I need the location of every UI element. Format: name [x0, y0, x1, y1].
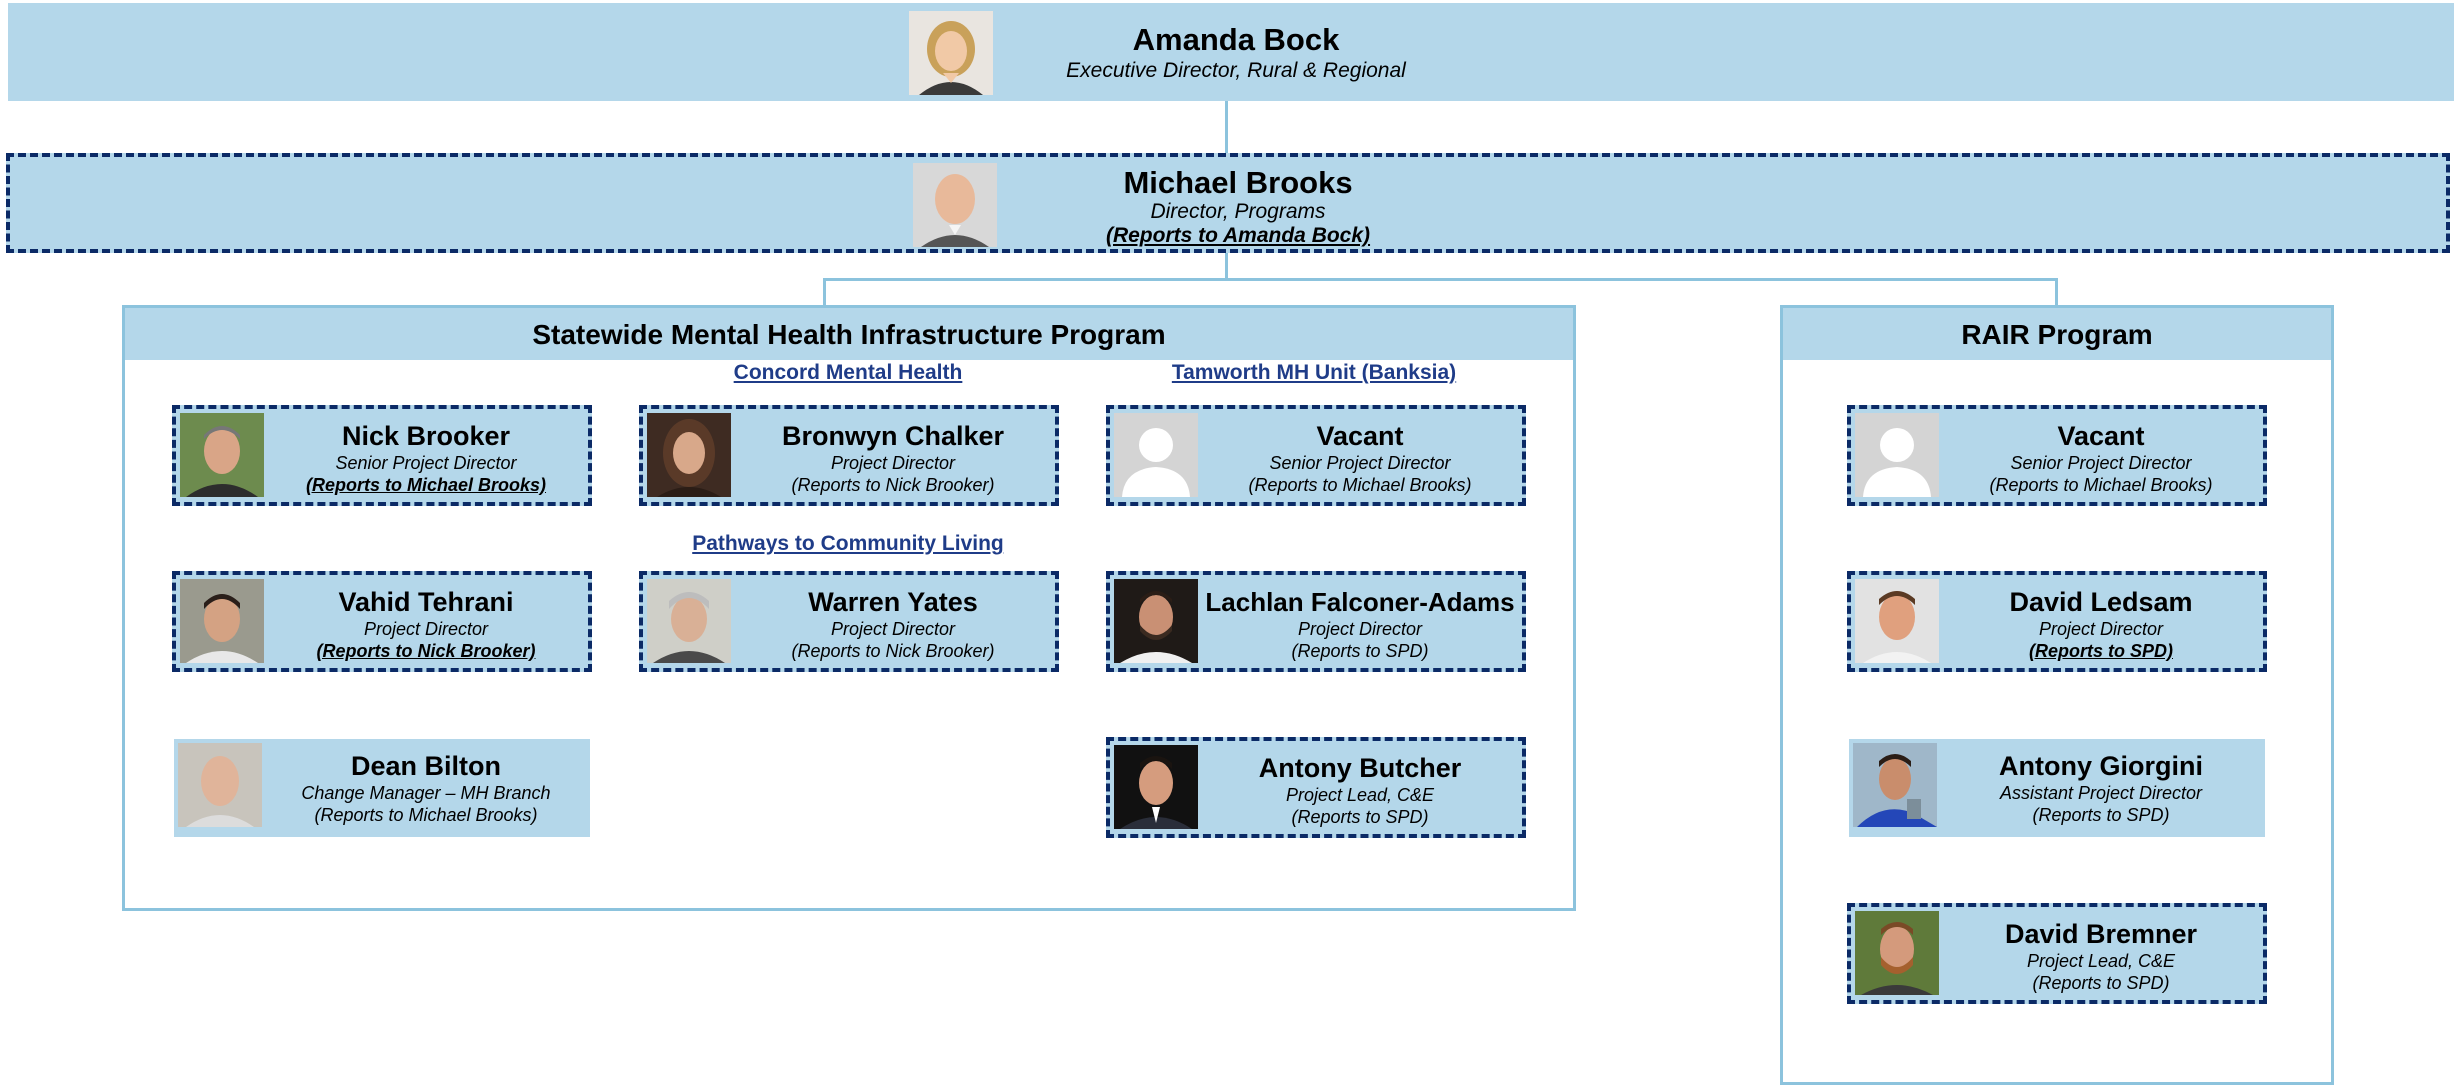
- connector-top: [1225, 101, 1228, 153]
- woman-blonde-photo: [909, 11, 993, 95]
- director-box: Michael Brooks Director, Programs (Repor…: [6, 153, 2450, 253]
- card-name: Vahid Tehrani: [338, 587, 514, 617]
- card-name: Vacant: [1316, 421, 1404, 451]
- connector-right-drop: [2055, 278, 2058, 305]
- card-david-bremner[interactable]: David Bremner Project Lead, C&E (Reports…: [1847, 903, 2267, 1004]
- card-reports: (Reports to SPD): [2032, 805, 2170, 825]
- card-name: Antony Butcher: [1258, 753, 1462, 783]
- card-reports: (Reports to Michael Brooks): [314, 805, 538, 825]
- man-smiling-photo: [1855, 579, 1939, 663]
- section-pathways[interactable]: Pathways to Community Living: [692, 532, 1004, 555]
- man-white-hair-photo: [647, 579, 731, 663]
- card-david-ledsam[interactable]: David Ledsam Project Director (Reports t…: [1847, 571, 2267, 672]
- section-tamworth[interactable]: Tamworth MH Unit (Banksia): [1171, 361, 1457, 384]
- card-reports: (Reports to Nick Brooker): [791, 641, 995, 661]
- card-name: Vacant: [2057, 421, 2145, 451]
- card-title: Senior Project Director: [335, 453, 517, 473]
- card-vacant-tamworth[interactable]: Vacant Senior Project Director (Reports …: [1106, 405, 1526, 506]
- card-name: David Bremner: [2004, 919, 2198, 949]
- card-title: Project Director: [830, 453, 956, 473]
- card-reports: (Reports to Nick Brooker): [316, 641, 536, 661]
- card-reports: (Reports to SPD): [2032, 973, 2170, 993]
- man-dark-hair-photo: [180, 579, 264, 663]
- card-reports: (Reports to Michael Brooks): [305, 475, 547, 495]
- card-title: Project Director: [1297, 619, 1423, 639]
- connector-horizontal: [823, 278, 2058, 281]
- card-title: Change Manager – MH Branch: [301, 783, 551, 803]
- man-grey-hair-photo: [180, 413, 264, 497]
- card-reports: (Reports to Michael Brooks): [1248, 475, 1472, 495]
- woman-brown-hair-photo: [647, 413, 731, 497]
- smhip-title: Statewide Mental Health Infrastructure P…: [125, 308, 1573, 360]
- man-outdoor-photo: [1853, 743, 1937, 827]
- card-name: Warren Yates: [808, 587, 978, 617]
- card-title: Project Lead, C&E: [1285, 785, 1435, 805]
- card-antony-butcher[interactable]: Antony Butcher Project Lead, C&E (Report…: [1106, 737, 1526, 838]
- card-title: Assistant Project Director: [1999, 783, 2203, 803]
- card-reports: (Reports to SPD): [1291, 641, 1429, 661]
- man-bald-director-photo: [913, 163, 997, 247]
- vacant-silhouette: [1114, 413, 1198, 497]
- card-reports: (Reports to SPD): [1291, 807, 1429, 827]
- man-red-beard-photo: [1855, 911, 1939, 995]
- card-antony-giorgini[interactable]: Antony Giorgini Assistant Project Direct…: [1849, 739, 2265, 837]
- card-title: Project Lead, C&E: [2026, 951, 2176, 971]
- director-reports: (Reports to Amanda Bock): [1105, 224, 1371, 247]
- rair-title: RAIR Program: [1783, 308, 2331, 360]
- vacant-silhouette: [1855, 413, 1939, 497]
- director-name: Michael Brooks: [1123, 165, 1353, 200]
- card-warren-yates[interactable]: Warren Yates Project Director (Reports t…: [639, 571, 1059, 672]
- section-concord[interactable]: Concord Mental Health: [733, 361, 963, 384]
- card-title: Project Director: [363, 619, 489, 639]
- executive-name: Amanda Bock: [1132, 22, 1340, 57]
- card-lachlan-falconer-adams[interactable]: Lachlan Falconer-Adams Project Director …: [1106, 571, 1526, 672]
- card-reports: (Reports to Nick Brooker): [791, 475, 995, 495]
- card-title: Senior Project Director: [2010, 453, 2192, 473]
- card-name: Antony Giorgini: [1999, 751, 2203, 781]
- card-nick-brooker[interactable]: Nick Brooker Senior Project Director (Re…: [172, 405, 592, 506]
- card-name: Lachlan Falconer-Adams: [1205, 587, 1515, 617]
- card-name: David Ledsam: [2009, 587, 2193, 617]
- card-vahid-tehrani[interactable]: Vahid Tehrani Project Director (Reports …: [172, 571, 592, 672]
- man-beard-photo: [1114, 579, 1198, 663]
- card-bronwyn-chalker[interactable]: Bronwyn Chalker Project Director (Report…: [639, 405, 1059, 506]
- connector-left-drop: [823, 278, 826, 305]
- card-name: Nick Brooker: [341, 421, 511, 451]
- executive-box: Amanda Bock Executive Director, Rural & …: [8, 3, 2454, 101]
- man-suit-photo: [1114, 745, 1198, 829]
- executive-title: Executive Director, Rural & Regional: [1066, 59, 1406, 82]
- card-name: Bronwyn Chalker: [781, 421, 1005, 451]
- card-name: Dean Bilton: [350, 751, 501, 781]
- card-reports: (Reports to Michael Brooks): [1989, 475, 2213, 495]
- card-dean-bilton[interactable]: Dean Bilton Change Manager – MH Branch (…: [174, 739, 590, 837]
- card-vacant-rair[interactable]: Vacant Senior Project Director (Reports …: [1847, 405, 2267, 506]
- director-title: Director, Programs: [1150, 200, 1326, 223]
- card-title: Project Director: [2038, 619, 2164, 639]
- card-reports: (Reports to SPD): [2029, 641, 2173, 661]
- card-title: Project Director: [830, 619, 956, 639]
- connector-director-down: [1225, 253, 1228, 279]
- man-bald-photo: [178, 743, 262, 827]
- card-title: Senior Project Director: [1269, 453, 1451, 473]
